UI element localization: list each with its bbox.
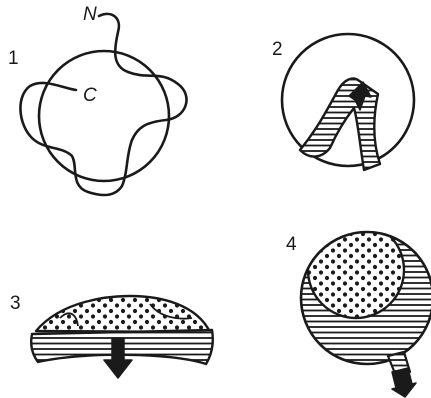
panel-3-number: 3	[10, 293, 21, 314]
n-terminus-label: N	[83, 4, 97, 25]
panel-2: 2	[272, 34, 414, 170]
panel-1-number: 1	[8, 48, 19, 69]
panel-3: 3	[10, 293, 213, 378]
dotted-cap-region	[36, 296, 210, 332]
c-terminus-label: C	[83, 85, 97, 106]
panel-2-number: 2	[272, 39, 283, 60]
membrane-circle	[39, 51, 169, 181]
panel-1: 1 N C	[8, 4, 187, 195]
panel-4-number: 4	[286, 234, 297, 255]
panel-4: 4	[286, 222, 431, 397]
polypeptide-chain	[20, 14, 186, 195]
arrow-icon	[392, 368, 416, 397]
